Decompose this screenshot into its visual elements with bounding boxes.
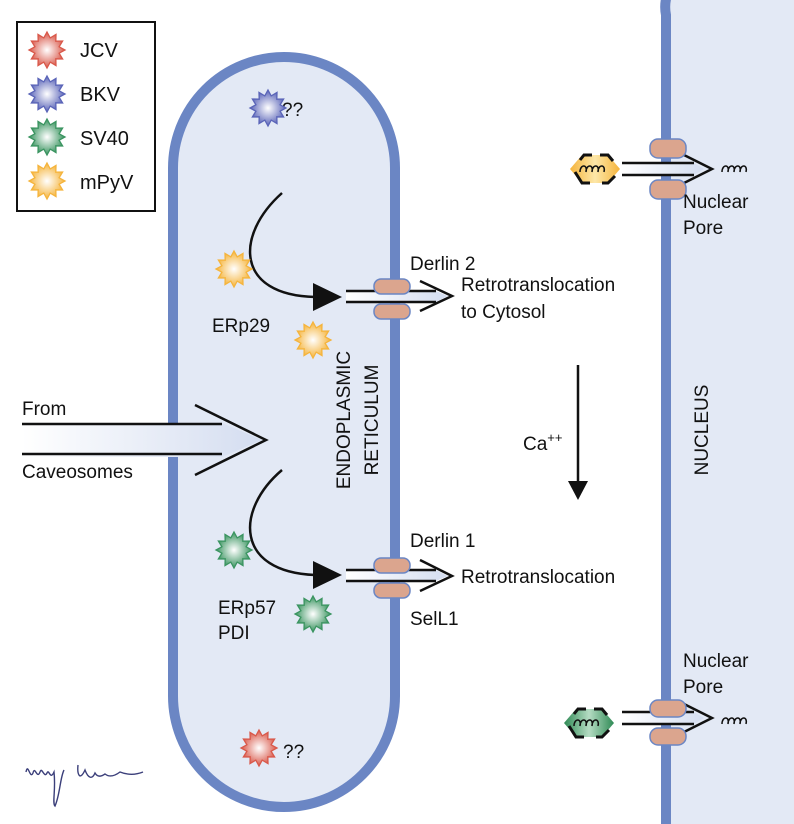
- nucleus-label: NUCLEUS: [692, 385, 713, 476]
- er-label-line2: RETICULUM: [362, 365, 383, 476]
- legend-label-bkv: BKV: [80, 84, 121, 106]
- legend-jcv-virus-icon: [27, 30, 67, 70]
- nuclear-import-top: [570, 138, 748, 200]
- sv40-virus-icon: [214, 530, 254, 570]
- retro-lower-label: Retrotranslocation: [461, 567, 615, 588]
- er-chaperone-pdi: PDI: [218, 623, 250, 644]
- derlin1-label: Derlin 1: [410, 531, 475, 552]
- sell1-label: SelL1: [410, 609, 459, 630]
- nuclear-import-bottom: [564, 699, 748, 746]
- unknown-bkv-label: ??: [282, 100, 303, 121]
- entry-label-caveosomes: Caveosomes: [22, 462, 133, 483]
- dna-coil-icon: [721, 717, 748, 725]
- dna-coil-icon: [721, 165, 748, 173]
- derlin1-pore: [373, 557, 411, 599]
- nuclear-pore-top-line2: Pore: [683, 218, 723, 239]
- mpyv-virus-icon: [293, 320, 333, 360]
- bkv-virus-icon: [248, 88, 288, 128]
- retrotranslocation-arrow-upper: [346, 279, 455, 313]
- sv40-virus-icon: [293, 594, 333, 634]
- er-chaperone-erp29: ERp29: [212, 316, 270, 337]
- retro-upper-line1: Retrotranslocation: [461, 275, 615, 296]
- entry-label-from: From: [22, 399, 66, 420]
- calcium-arrow: [568, 365, 588, 500]
- retro-upper-line2: to Cytosol: [461, 302, 545, 323]
- curved-arrow-lower: [249, 469, 342, 589]
- legend-label-sv40: SV40: [80, 128, 129, 150]
- capsid-hexagon-icon: [570, 155, 620, 183]
- calcium-label: Ca++: [523, 430, 562, 455]
- dna-coil-icon: [573, 719, 600, 727]
- legend-label-mpyv: mPyV: [80, 172, 134, 194]
- nuclear-pore-bottom-line1: Nuclear: [683, 651, 749, 672]
- legend-mpyv-virus-icon: [27, 161, 67, 201]
- nuclear-pore-bottom-line2: Pore: [683, 677, 723, 698]
- unknown-jcv-label: ??: [283, 742, 304, 763]
- endoplasmic-reticulum: ENDOPLASMIC RETICULUM: [168, 52, 400, 812]
- nucleus: NUCLEUS: [660, 0, 794, 824]
- dna-coil-icon: [579, 165, 606, 173]
- er-label-line1: ENDOPLASMIC: [334, 351, 355, 489]
- er-chaperone-erp57: ERp57: [218, 598, 276, 619]
- derlin2-pore: [373, 278, 411, 320]
- capsid-hexagon-icon: [564, 709, 614, 737]
- nuclear-pore-top-line1: Nuclear: [683, 192, 749, 213]
- legend-sv40-virus-icon: [27, 117, 67, 157]
- legend-label-jcv: JCV: [80, 40, 118, 62]
- entry-arrow: [22, 403, 269, 477]
- jcv-virus-icon: [239, 728, 279, 768]
- signature: [25, 764, 144, 808]
- legend-bkv-virus-icon: [27, 74, 67, 114]
- derlin2-label: Derlin 2: [410, 254, 475, 275]
- curved-arrow-upper: [249, 192, 342, 311]
- mpyv-virus-icon: [214, 249, 254, 289]
